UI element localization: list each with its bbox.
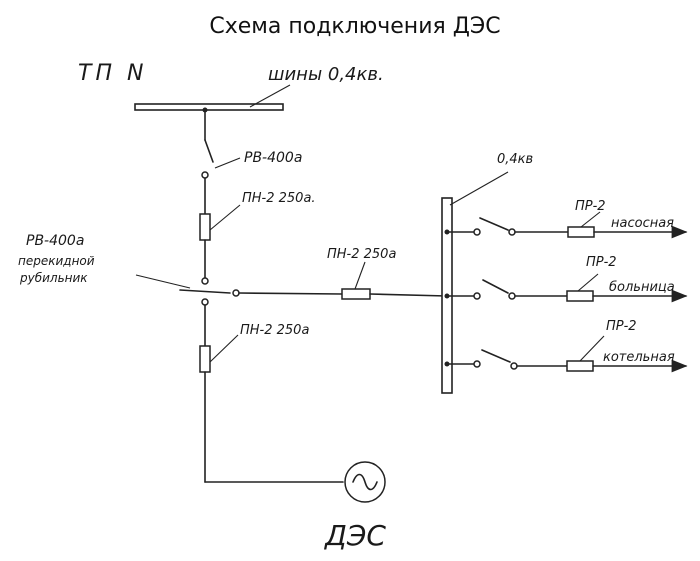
changeover-output-contact xyxy=(232,289,240,297)
switch-top-label: РВ-400а xyxy=(244,150,302,166)
output-3-consumer-label: котельная xyxy=(603,350,675,365)
fuse-output-3 xyxy=(566,360,594,372)
fuse-top-label: ПН-2 250а. xyxy=(242,191,316,206)
output-2-fuse-label: ПР-2 xyxy=(586,255,617,270)
switch-top-blade xyxy=(204,139,214,163)
tp-label: ТП N xyxy=(78,61,147,86)
right-bus-label: 0,4кв xyxy=(497,152,533,167)
busbar-label: шины 0,4кв. xyxy=(268,64,384,85)
fuse-middle-label: ПН-2 250а xyxy=(327,247,396,262)
fuse-lower xyxy=(199,345,211,373)
fuse-lower-leader xyxy=(209,334,239,363)
output-feeder-3 xyxy=(444,335,688,373)
changeover-label-1: РВ-400а xyxy=(26,233,84,249)
busbar-leader xyxy=(249,84,291,108)
fuse-middle xyxy=(341,288,371,300)
wire xyxy=(369,293,448,297)
fuse-lower-label: ПН-2 250а xyxy=(240,323,309,338)
output-feeder-1 xyxy=(444,211,688,239)
ac-wave-icon xyxy=(352,473,378,491)
switch-top-leader xyxy=(214,157,241,169)
changeover-label-3: рубильник xyxy=(19,271,88,285)
generator-label: ДЭС xyxy=(323,519,386,552)
changeover-leader xyxy=(135,274,191,289)
output-2-consumer-label: больница xyxy=(609,280,675,295)
fuse-top-leader xyxy=(209,204,241,231)
wire xyxy=(238,292,343,295)
changeover-blade xyxy=(179,289,231,294)
junction-dot xyxy=(202,107,208,113)
output-1-consumer-label: насосная xyxy=(611,216,674,231)
fuse-output-2 xyxy=(566,290,594,302)
right-bus-leader xyxy=(449,171,509,206)
fuse-middle-leader xyxy=(354,261,366,290)
output-feeder-2 xyxy=(446,273,688,303)
fuse-top xyxy=(199,213,211,241)
output-3-fuse-label: ПР-2 xyxy=(606,319,637,334)
main-busbar xyxy=(134,103,284,111)
changeover-upper-contact xyxy=(201,277,209,285)
output-1-fuse-label: ПР-2 xyxy=(575,199,606,214)
diagram-title: Схема подключения ДЭС xyxy=(209,14,500,39)
changeover-lower-contact xyxy=(201,298,209,306)
switch-top-contact xyxy=(201,171,209,179)
changeover-label-2: перекидной xyxy=(18,254,95,268)
